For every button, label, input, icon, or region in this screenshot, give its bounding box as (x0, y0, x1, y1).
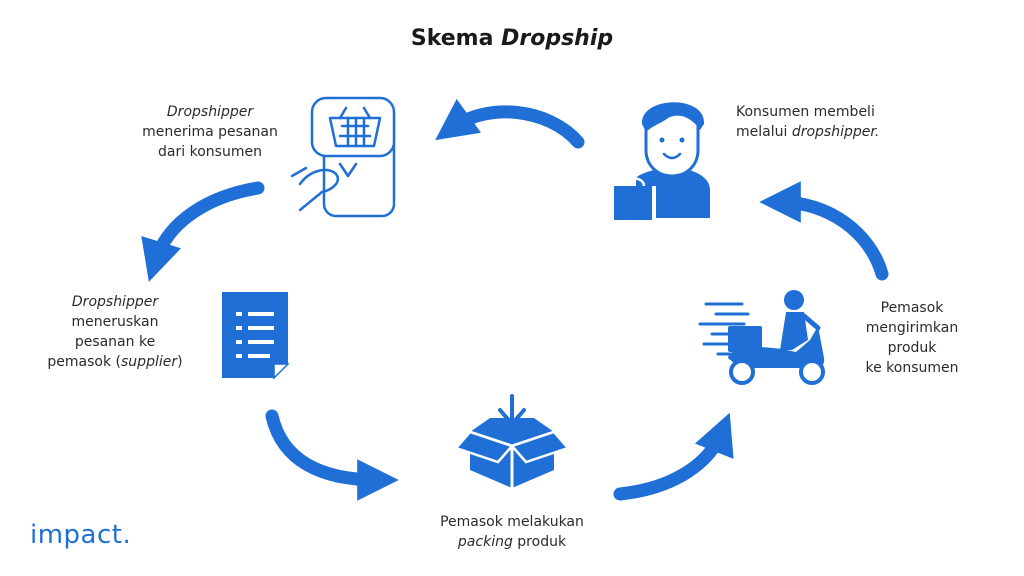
impact-logo: impact. (30, 520, 132, 550)
caption-line-italic: supplier (121, 354, 178, 370)
caption-line-italic: dropshipper. (791, 124, 880, 140)
caption-forward-order: Dropshipper meneruskan pesanan ke pemaso… (30, 292, 200, 372)
page-title: Skema Dropship (0, 26, 1024, 51)
caption-order-received: Dropshipper menerima pesanan dari konsum… (130, 102, 290, 162)
caption-line: produk (887, 340, 937, 356)
arrow-forward-to-packing (265, 409, 399, 501)
caption-line: melalui (736, 124, 792, 140)
caption-line: produk (512, 534, 567, 550)
caption-line-italic: packing (457, 534, 513, 550)
caption-supplier-ships: Pemasok mengirimkan produk ke konsumen (842, 298, 982, 378)
caption-line: meneruskan (71, 314, 159, 330)
caption-line: ) (177, 354, 183, 370)
delivery-scooter-icon (698, 290, 825, 385)
arrow-ship-to-consumer (759, 181, 889, 281)
arrow-consumer-to-order (435, 98, 585, 149)
caption-line: Pemasok melakukan (440, 514, 584, 530)
title-italic: Dropship (501, 26, 614, 51)
caption-line: Dropshipper (166, 104, 254, 120)
caption-line: Pemasok (880, 300, 944, 316)
caption-line: mengirimkan (865, 320, 959, 336)
arrow-order-to-forward (141, 181, 265, 282)
caption-line: Dropshipper (71, 294, 159, 310)
caption-consumer-buys: Konsumen membeli melalui dropshipper. (736, 102, 936, 142)
arrow-packing-to-ship (613, 412, 734, 501)
caption-line: menerima pesanan (142, 124, 278, 140)
document-list-icon (222, 292, 290, 380)
caption-line: dari konsumen (158, 144, 262, 160)
consumer-shopping-bag-icon (614, 102, 710, 220)
caption-line: pemasok ( (47, 354, 122, 370)
phone-shopping-cart-icon (290, 96, 396, 218)
package-box-icon (453, 394, 571, 488)
caption-line: ke konsumen (865, 360, 959, 376)
caption-packing: Pemasok melakukan packing produk (412, 512, 612, 552)
caption-line: pesanan ke (74, 334, 156, 350)
title-main: Skema (410, 26, 494, 51)
caption-line: Konsumen membeli (736, 104, 875, 120)
